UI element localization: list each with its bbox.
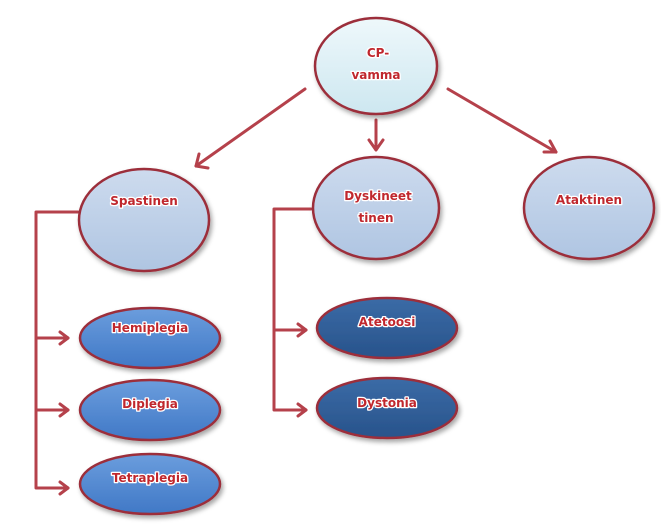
connector-root-to-spastinen xyxy=(194,87,307,168)
bracket-dyskineettinen xyxy=(272,207,313,412)
dyskinetic-bracket xyxy=(272,207,313,418)
node-spastinen-shape xyxy=(77,167,211,273)
bracket-spastinen xyxy=(34,210,80,490)
node-cp-vamma-shape xyxy=(313,16,439,116)
node-dyskineettinen-label-line2: tinen xyxy=(358,211,393,225)
arrowhead-diplegia xyxy=(58,402,70,418)
root-connectors xyxy=(194,87,558,170)
node-atetoosi-shape xyxy=(315,296,459,360)
node-hemiplegia-label: Hemiplegia xyxy=(112,321,188,335)
arrowhead-spastinen xyxy=(194,152,210,170)
node-dyskineettinen-label-line1: Dyskineet xyxy=(344,189,412,203)
node-cp-vamma-label-line1: CP- xyxy=(367,46,389,60)
node-diplegia-shape xyxy=(78,378,222,442)
node-dystonia xyxy=(315,376,459,440)
node-dyskineettinen-shape xyxy=(311,155,441,261)
node-dystonia-shape xyxy=(315,376,459,440)
node-ataktinen xyxy=(522,155,656,261)
node-cp-vamma-label-line2: vamma xyxy=(351,68,400,82)
node-spastinen-label: Spastinen xyxy=(110,194,178,208)
node-cp-vamma xyxy=(313,16,439,116)
node-dyskineettinen xyxy=(311,155,441,261)
arrowhead-hemiplegia xyxy=(58,330,70,346)
arrowhead-tetraplegia xyxy=(58,480,70,496)
node-diplegia-label: Diplegia xyxy=(122,397,178,411)
node-ataktinen-shape xyxy=(522,155,656,261)
node-diplegia xyxy=(78,378,222,442)
node-ataktinen-label: Ataktinen xyxy=(556,193,622,207)
node-tetraplegia-label: Tetraplegia xyxy=(112,471,188,485)
node-hemiplegia-shape xyxy=(78,306,222,370)
node-spastinen xyxy=(77,167,211,273)
node-atetoosi-label: Atetoosi xyxy=(359,315,416,329)
node-tetraplegia-shape xyxy=(78,452,222,516)
node-tetraplegia xyxy=(78,452,222,516)
node-dystonia-label: Dystonia xyxy=(357,396,417,410)
node-atetoosi xyxy=(315,296,459,360)
node-hemiplegia xyxy=(78,306,222,370)
arrowhead-ataktinen xyxy=(542,139,558,154)
arrowhead-dyskineettinen xyxy=(367,138,385,152)
connector-root-to-ataktinen xyxy=(446,87,558,154)
arrowhead-dystonia xyxy=(296,402,308,418)
arrowhead-atetoosi xyxy=(296,322,308,338)
spastic-bracket xyxy=(34,210,80,496)
